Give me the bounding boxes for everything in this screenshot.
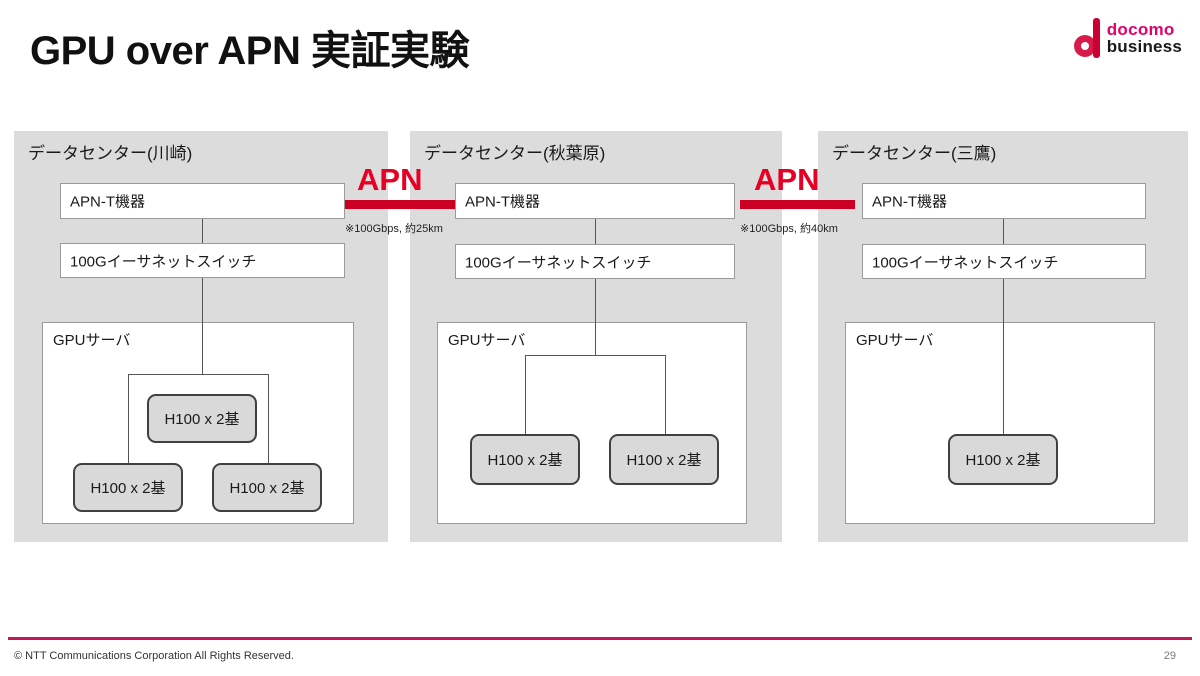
connector-apnt-switch (595, 219, 596, 244)
gpu-node: H100 x 2基 (147, 394, 257, 443)
datacenter-title: データセンター(川崎) (28, 144, 193, 163)
apn-t-device-kawasaki: APN-T機器 (60, 183, 345, 219)
apn-link-note: ※100Gbps, 約25km (345, 223, 443, 235)
gpu-node: H100 x 2基 (470, 434, 580, 485)
gpu-node: H100 x 2基 (609, 434, 719, 485)
ethernet-switch-label: 100Gイーサネットスイッチ (465, 254, 652, 271)
connector-switch-gpubus (202, 278, 203, 374)
datacenter-title: データセンター(秋葉原) (424, 144, 606, 163)
gpu-mesh-bus (525, 355, 665, 356)
gpu-node: H100 x 2基 (948, 434, 1058, 485)
apn-t-device-label: APN-T機器 (70, 193, 146, 211)
apn-link-akihabara-mitaka: APN ※100Gbps, 約40km (740, 162, 855, 242)
gpu-node: H100 x 2基 (73, 463, 183, 512)
ethernet-switch-kawasaki: 100Gイーサネットスイッチ (60, 243, 345, 278)
logo-business-text: business (1106, 37, 1182, 56)
docomo-d-mark-icon (1073, 18, 1100, 58)
ethernet-switch-akihabara: 100Gイーサネットスイッチ (455, 244, 735, 279)
gpu-mesh-bus (128, 374, 268, 375)
gpu-server-mitaka: GPUサーバ (845, 322, 1155, 524)
gpu-server-label: GPUサーバ (856, 332, 934, 349)
logo-docomo-text: docomo (1106, 20, 1175, 39)
connector-apnt-switch (1003, 219, 1004, 244)
page-number: 29 (1163, 650, 1176, 662)
apn-link-label: APN (357, 162, 423, 197)
apn-link-note: ※100Gbps, 約40km (740, 223, 838, 235)
connector-apnt-switch (202, 219, 203, 243)
gpu-server-label: GPUサーバ (53, 332, 131, 349)
gpu-node: H100 x 2基 (212, 463, 322, 512)
footer-divider (8, 637, 1192, 640)
ethernet-switch-label: 100Gイーサネットスイッチ (872, 254, 1059, 271)
page-title: GPU over APN 実証実験 (30, 29, 469, 73)
apn-link-label: APN (754, 162, 820, 197)
connector-switch-gpubus (595, 279, 596, 355)
gpu-mesh-left-drop (128, 374, 129, 464)
gpu-server-akihabara: GPUサーバ (437, 322, 747, 524)
datacenter-title: データセンター(三鷹) (832, 144, 997, 163)
ethernet-switch-label: 100Gイーサネットスイッチ (70, 253, 257, 270)
gpu-mesh-right-drop (268, 374, 269, 464)
apn-t-device-mitaka: APN-T機器 (862, 183, 1146, 219)
apn-link-kawasaki-akihabara: APN ※100Gbps, 約25km (345, 162, 455, 242)
apn-link-line (740, 200, 855, 209)
apn-t-device-label: APN-T機器 (872, 193, 948, 211)
footer-copyright: © NTT Communications Corporation All Rig… (14, 650, 294, 662)
connector-switch-gpu (1003, 279, 1004, 434)
gpu-server-label: GPUサーバ (448, 332, 526, 349)
apn-t-device-label: APN-T機器 (465, 193, 541, 211)
ethernet-switch-mitaka: 100Gイーサネットスイッチ (862, 244, 1146, 279)
apn-t-device-akihabara: APN-T機器 (455, 183, 735, 219)
gpu-mesh-right-drop (665, 355, 666, 435)
docomo-business-logo: docomo business (1073, 18, 1182, 58)
apn-link-line (345, 200, 455, 209)
gpu-mesh-left-drop (525, 355, 526, 435)
